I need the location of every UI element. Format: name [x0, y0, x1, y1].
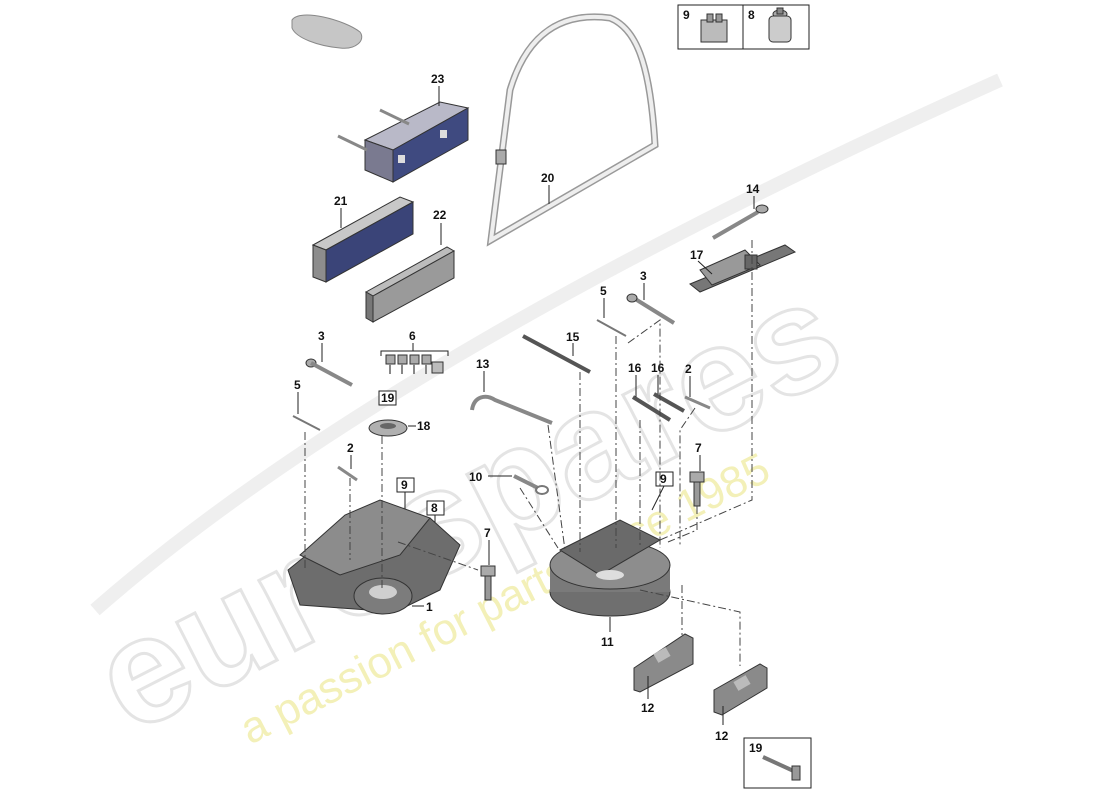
- box-label-9-right: 9: [660, 472, 667, 486]
- part-1-tray-left: [287, 499, 461, 615]
- wrench-tool-icon: [762, 755, 801, 781]
- callout-12-b: 12: [715, 729, 729, 743]
- inset-label-8: 8: [748, 8, 755, 22]
- part-12-bracket-a: [633, 633, 694, 693]
- callout-2-right: 2: [685, 362, 692, 376]
- callout-16-a: 16: [628, 361, 642, 375]
- part-7-stud-left: [480, 565, 496, 601]
- callout-1: 1: [426, 600, 433, 614]
- part-5-pin-left: [292, 415, 321, 431]
- callout-16-b: 16: [651, 361, 665, 375]
- callout-23: 23: [431, 72, 445, 86]
- part-16-rods: [631, 392, 685, 422]
- inset-label-19: 19: [749, 741, 763, 755]
- part-17-jack: [689, 244, 797, 293]
- part-12-bracket-b: [713, 663, 768, 716]
- part-18-cap: [368, 419, 408, 437]
- callout-3-right: 3: [640, 269, 647, 283]
- callout-11: 11: [601, 635, 614, 649]
- callout-15: 15: [566, 330, 580, 344]
- inset-box-bottom: 19: [743, 737, 812, 789]
- box-label-8: 8: [431, 501, 438, 515]
- watermark: eurospares a passion for parts since 198…: [67, 73, 1003, 765]
- callout-7-left: 7: [484, 526, 491, 540]
- clip-part-icon: [700, 13, 728, 43]
- callout-22: 22: [433, 208, 447, 222]
- part-3-bolt-right: [626, 293, 676, 325]
- part-13-lever: [470, 394, 553, 425]
- part-6-fasteners: [385, 354, 444, 374]
- callout-7-right: 7: [695, 441, 702, 455]
- box-label-19: 19: [381, 391, 395, 405]
- callout-5-left: 5: [294, 378, 301, 392]
- callout-21: 21: [334, 194, 348, 208]
- part-10-eye-bolt: [513, 474, 549, 495]
- cover-part: [291, 14, 363, 49]
- inset-box-top: 9 8: [677, 4, 810, 50]
- box-label-9-left: 9: [401, 478, 408, 492]
- callout-6: 6: [409, 329, 416, 343]
- part-22-mat: [364, 246, 456, 323]
- part-20-strap: [486, 13, 659, 247]
- part-21-foam-block: [311, 196, 415, 283]
- callout-2-left: 2: [347, 441, 354, 455]
- part-23-storage-box: [337, 101, 470, 183]
- part-15-rod: [522, 334, 591, 374]
- callout-12-a: 12: [641, 701, 655, 715]
- part-2-pin-left: [337, 465, 358, 482]
- part-2-pin-right: [684, 395, 711, 410]
- inset-label-9: 9: [683, 8, 690, 22]
- callout-3-left: 3: [318, 329, 325, 343]
- callout-5-right: 5: [600, 284, 607, 298]
- callout-18: 18: [417, 419, 431, 433]
- assembly-lines: [304, 240, 753, 666]
- callout-17: 17: [690, 248, 704, 262]
- part-11-tray-right: [549, 519, 671, 617]
- canister-part-icon: [768, 7, 792, 43]
- part-14-jack-handle: [711, 204, 769, 240]
- callout-13: 13: [476, 357, 490, 371]
- part-5-pin-right: [596, 319, 627, 337]
- callout-20: 20: [541, 171, 555, 185]
- callout-14: 14: [746, 182, 760, 196]
- part-3-bolt-left: [305, 358, 353, 387]
- callout-10: 10: [469, 470, 483, 484]
